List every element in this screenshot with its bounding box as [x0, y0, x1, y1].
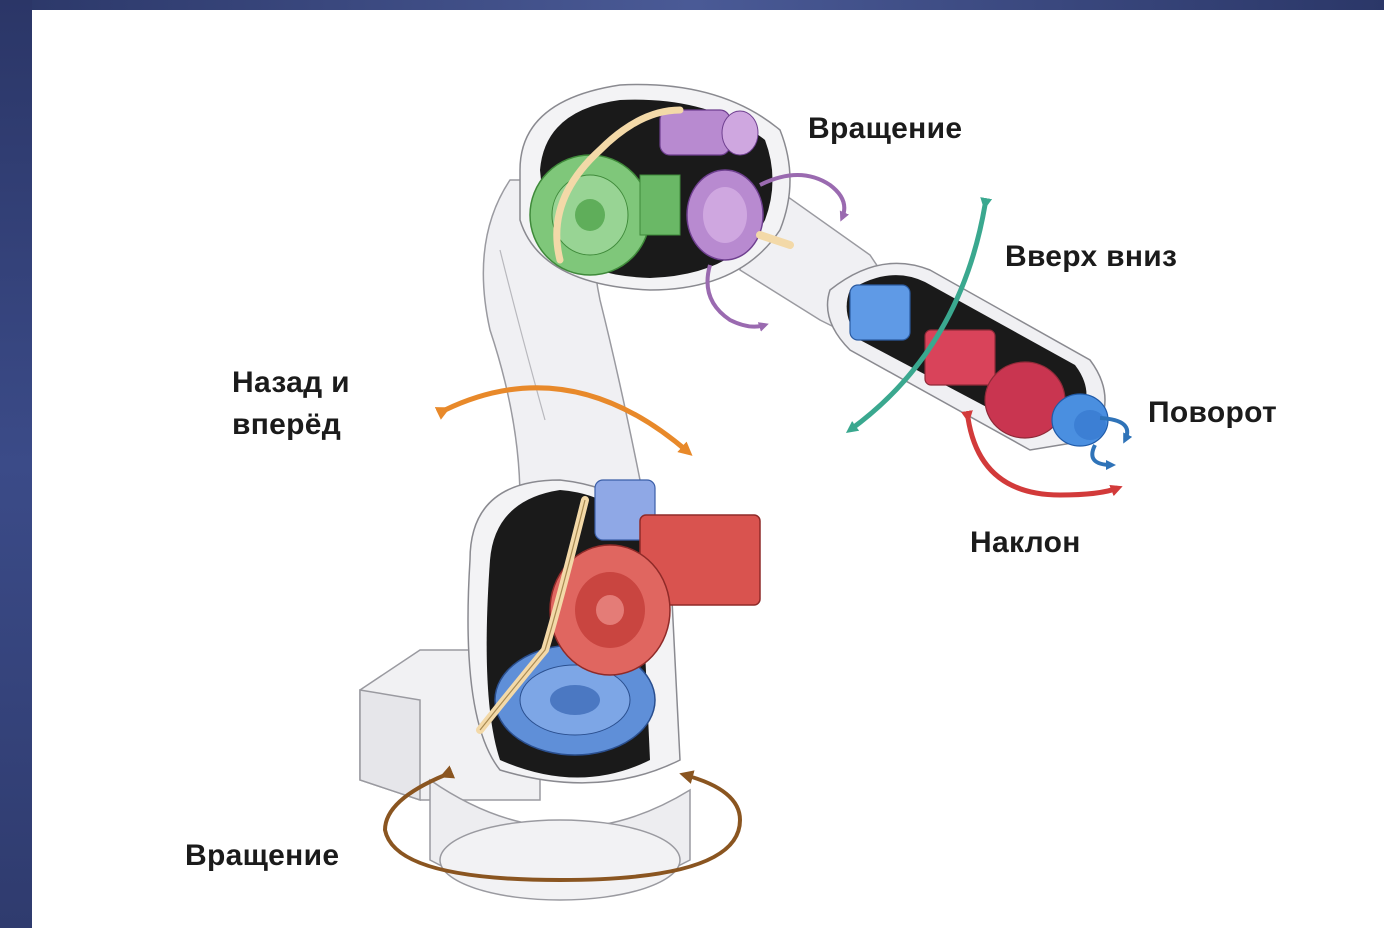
base-housing: [468, 480, 760, 783]
shoulder-housing: [520, 85, 790, 290]
label-rotation-base: Вращение: [185, 837, 339, 875]
label-turn: Поворот: [1148, 394, 1277, 432]
label-tilt: Наклон: [970, 524, 1081, 562]
wrist-motor-blue: [850, 285, 910, 340]
label-up-down: Вверх вниз: [1005, 238, 1177, 276]
label-back-forth-line2: вперёд: [232, 406, 341, 444]
turn-arrow-lower: [1092, 445, 1112, 465]
label-rotation-top: Вращение: [808, 110, 962, 148]
robot-forearm: [740, 170, 1108, 450]
label-back-forth-line1: Назад и: [232, 364, 350, 402]
